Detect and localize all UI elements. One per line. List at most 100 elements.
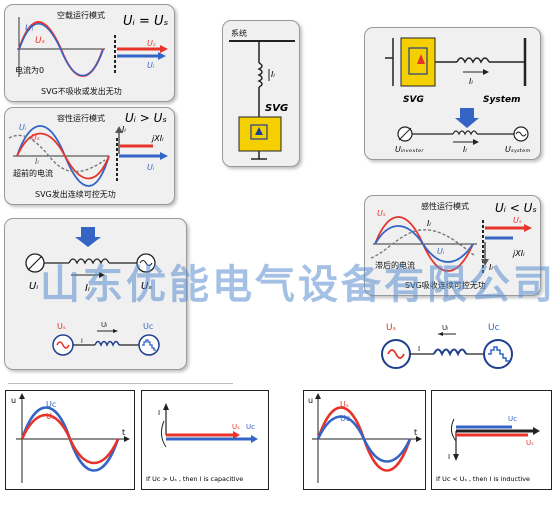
inductive-il-label: Iₗ [427,219,431,228]
phasor-ind-uc-arrowhead [533,427,540,435]
wave-ind-uc-wave [316,415,412,463]
usystem-label: Uₛᵧₛₜₑₘ [505,145,531,154]
inverter-source-large-slash [27,255,43,271]
waveform-capacitive-plot: u t Uᴄ Uₛ [11,393,130,483]
noload-us-label: Uₛ [35,36,45,46]
noload-caption: SVG不吸收或发出无功 [41,86,122,96]
waveform-inductive: u t Uₛ Uᴄ [303,390,426,490]
mini-right-ul-label: Uₗ [442,324,448,332]
mini-left-ul-arrowhead [113,329,118,333]
mini-left-uc-stepwave [142,339,156,351]
company-watermark: 山东优能电气设备有限公司 [40,262,556,308]
inverter-source-slash [398,127,412,141]
capacitive-il-arrowhead [115,126,123,133]
capacitive-caption: SVG发出连续可控无功 [35,189,116,199]
svg-switch-symbol [250,124,268,140]
phasor-reactor-coil [452,130,478,136]
svg-vertical-schematic: 系统 Iₗ SVG [229,28,295,160]
panel-equivalent-circuit: Iₗ Uᵢ Uₛ Uₛ Uₗ Uᴄ I [4,218,187,370]
mini-circuit-right: Uₛ Uₗ Uᴄ I [376,318,526,382]
capacitive-phasor-ui-label: Uᵢ [147,163,155,172]
panel-capacitive-mode: 容性运行模式 Uᵢ > Uₛ Uᵢ Uₛ Iₗ Iₗ jXIₗ Uᵢ 超前的电流… [4,107,175,205]
blue-down-arrow-icon [455,118,479,128]
inductive-ui-wave [374,225,474,263]
wave-ind-us-label: Uₛ [340,400,349,409]
capacitive-ui-arrowhead [160,152,168,160]
phasor-il-arrowhead [473,139,479,145]
mini-right-us-sine [387,349,405,359]
inverter-diode-symbol [417,54,425,64]
phasor-cap-us-arrowhead [233,431,240,439]
wave-cap-xaxis-arrowhead [124,436,130,442]
panel-noload-mode: 空载运行模式 Uᵢ = Uₛ Uᵢ Uₛ Uₛ Uᵢ 电流为0 SVG不吸收或发… [4,4,175,102]
noload-us-arrowhead [160,45,168,53]
noload-diagram: 空载运行模式 Uᵢ = Uₛ Uᵢ Uₛ Uₛ Uᵢ 电流为0 SVG不吸收或发… [15,10,169,96]
phasor-cap-i-label: I [158,409,160,417]
wave-cap-t-label: t [122,428,125,437]
phasor-ind-i-arrowhead [453,454,459,461]
blue-arrow-body [460,108,474,118]
capacitive-jxil-label: jXIₗ [151,134,164,143]
phasor-ind-us-label: Uₛ [526,439,534,447]
noload-title: 空载运行模式 [57,10,105,20]
svg-diode-symbol [255,127,263,135]
circuit-ui-label: Uᵢ [29,281,38,292]
right-reactor-coil [456,57,490,64]
inverter-switch-symbol [408,47,428,75]
svg-system-diagram: SVG Iₗ System Iₗ Uᵢₙᵥₑₓₜₑᵣ Uₛᵧₛₜₑₘ [385,37,531,154]
noload-equation: Uᵢ = Uₛ [123,14,169,29]
circuit-il-label: Iₗ [85,283,90,294]
panel-svg-system: SVG Iₗ System Iₗ Uᵢₙᵥₑₓₜₑᵣ Uₛᵧₛₜₑₘ [364,27,541,160]
wave-ind-u-label: u [308,396,313,405]
waveform-inductive-plot: u t Uₛ Uᴄ [308,393,422,483]
mini-right-coil [433,348,467,357]
phasor-capacitive-plot: I Uₛ Uᴄ If Uᴄ > Uₛ , then I is capacitiv… [146,403,258,483]
phasor-inductive-plot: I Uᴄ Uₛ If Uᴄ < Uₛ , then I is inductive [436,415,540,483]
phasor-ind-caption: If Uᴄ < Uₛ , then I is inductive [436,475,530,483]
mini-right-uc-source-icon [483,339,513,369]
capacitive-us-wave [16,132,110,180]
circuit-blue-arrow-body [81,227,95,237]
wave-cap-uc-label: Uᴄ [46,400,56,409]
noload-ui-label: Uᵢ [25,24,34,34]
svg-label: SVG [265,103,288,114]
phasor-cap-uc-label: Uᴄ [246,423,255,431]
mini-left-us-label: Uₛ [57,322,66,331]
wave-cap-us-label: Uₛ [46,412,55,421]
inductive-il-wave [370,229,476,259]
mini-left-us-sine [56,341,70,349]
wave-cap-u-label: u [11,396,16,405]
wave-ind-xaxis-arrowhead [416,436,422,442]
noload-ui-wave [18,22,104,77]
phasor-cap-i-arrowhead [163,403,169,410]
wave-ind-yaxis-arrowhead [315,393,321,399]
phasor-cap-caption: If Uᴄ > Uₛ , then I is capacitive [146,475,243,483]
inductive-phasor-us-label: Uₛ [513,216,522,225]
panel-inductive-mode: 感性运行模式 Uᵢ < Uₛ Uₛ Iₗ Uᵢ Uₛ Iₗ jXIₗ 滞后的电流… [364,195,541,296]
capacitive-equation: Uᵢ > Uₛ [125,111,167,125]
inductive-ui-label: Uᵢ [437,247,445,256]
noload-ui-arrowhead [158,52,166,60]
inductive-caption: SVG吸收连续可控无功 [405,280,486,290]
circuit-reactor-coil [68,258,110,265]
separator-line [8,383,233,384]
mini-left-ul-label: Uₗ [101,321,107,329]
mini-circuit-right-diagram: Uₛ Uₗ Uᴄ I [381,323,513,369]
wave-cap-us-wave [20,413,120,465]
phasor-capacitive: I Uₛ Uᴄ If Uᴄ > Uₛ , then I is capacitiv… [141,390,269,490]
noload-phasor-ui-label: Uᵢ [147,61,155,70]
inductive-jxil-label: jXIₗ [512,249,525,258]
reactor-coil [257,62,263,88]
mini-right-ul-arrowhead [438,332,443,336]
right-il-arrowhead [483,69,489,75]
inductive-note: 滞后的电流 [375,260,415,270]
inductive-il-arrowhead [481,259,489,266]
inductive-diagram: 感性运行模式 Uᵢ < Uₛ Uₛ Iₗ Uᵢ Uₛ Iₗ jXIₗ 滞后的电流… [370,201,537,290]
mini-right-uc-stepwave [488,346,509,362]
inductive-us-label: Uₛ [377,209,386,218]
capacitive-phasor-il-label: Iₗ [122,125,126,134]
circuit-us-label: Uₛ [141,281,152,292]
phasor-il-label: Iₗ [463,145,467,154]
waveform-capacitive: u t Uᴄ Uₛ [5,390,135,490]
circuit-il-arrowhead [99,272,105,278]
